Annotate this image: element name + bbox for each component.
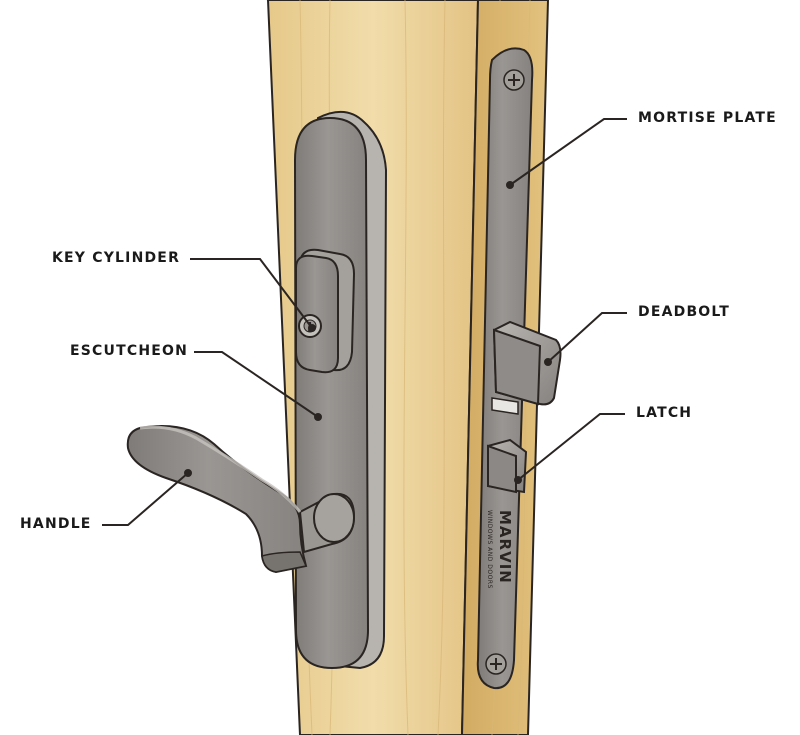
- plate-brand-name: MARVIN: [496, 510, 514, 584]
- top-screw-icon: [503, 69, 525, 91]
- handle-leader-dot: [184, 469, 192, 477]
- handle-leader: [102, 472, 189, 526]
- mortise-plate-leader: [509, 118, 627, 186]
- handle-label: HANDLE: [20, 516, 92, 532]
- escutcheon-label: ESCUTCHEON: [70, 343, 189, 359]
- key-cylinder-label: KEY CYLINDER: [52, 250, 181, 266]
- handle-lever: [126, 425, 356, 574]
- key-cylinder-housing: [295, 248, 356, 374]
- mortise-plate-label: MORTISE PLATE: [638, 110, 777, 126]
- escutcheon-plate: [293, 111, 388, 670]
- escutcheon-leader-dot: [314, 413, 322, 421]
- latch-leader-dot: [514, 476, 522, 484]
- latch-label: LATCH: [636, 405, 693, 421]
- latch-leader: [517, 413, 625, 481]
- key-cylinder-leader-dot: [308, 324, 316, 332]
- bottom-screw-icon: [485, 653, 507, 675]
- plate-brand-tagline: WINDOWS AND DOORS: [486, 510, 493, 589]
- deadbolt-bolt: [491, 320, 562, 415]
- deadbolt-leader: [547, 312, 627, 363]
- latch-bolt: [487, 438, 528, 494]
- deadbolt-leader-dot: [544, 358, 552, 366]
- deadbolt-label: DEADBOLT: [638, 304, 730, 320]
- escutcheon-leader: [194, 351, 319, 418]
- leader-lines: [102, 118, 627, 526]
- mortise-plate-leader-dot: [506, 181, 514, 189]
- key-cylinder-leader: [190, 258, 313, 329]
